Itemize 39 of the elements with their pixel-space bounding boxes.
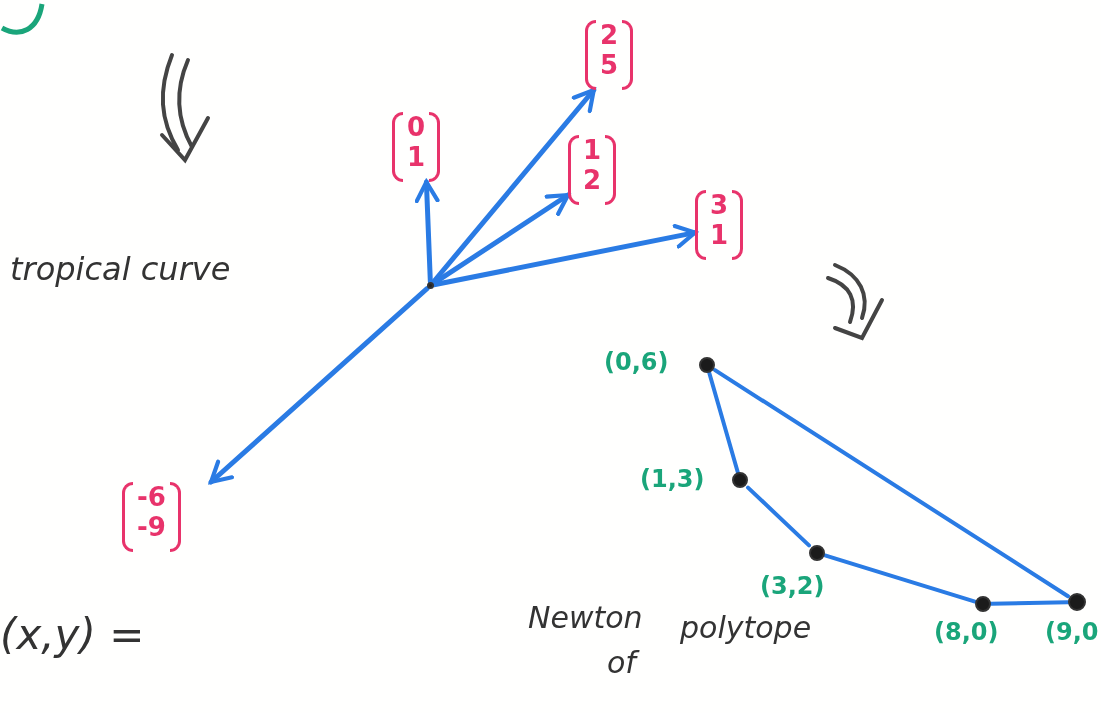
column-vector	[585, 20, 634, 90]
handwritten-label: polytope	[680, 610, 812, 645]
vector-entry: -6	[137, 482, 166, 512]
point-coordinates: (1,3)	[640, 465, 705, 493]
polytope-vertex-dot	[1068, 593, 1086, 611]
vector-entry: 2	[600, 20, 619, 50]
vector-entry: 1	[710, 220, 729, 250]
polytope-vertex-dot	[732, 472, 748, 488]
vector-entry: 3	[710, 190, 729, 220]
polytope-edge	[746, 485, 811, 548]
polytope-edge	[713, 368, 1070, 599]
vector-entry: 1	[583, 135, 602, 165]
polytope-edge	[823, 553, 977, 604]
column-vector	[695, 190, 744, 260]
arrow	[431, 224, 698, 288]
arrow	[430, 87, 597, 285]
polytope-vertex-dot	[975, 596, 991, 612]
handwritten-label: tropical curve	[10, 250, 231, 288]
vector-entry: 5	[600, 50, 619, 80]
point-coordinates: (3,2)	[760, 572, 825, 600]
vector-entry: 0	[407, 112, 426, 142]
polytope-edge	[707, 371, 740, 474]
column-vector	[122, 482, 181, 552]
point-coordinates: (8,0)	[934, 618, 999, 646]
column-vector	[392, 112, 441, 182]
point-coordinates: (9,0	[1045, 618, 1099, 646]
arrow	[208, 286, 430, 485]
handwritten-label: Newton	[528, 600, 643, 635]
point-coordinates: (0,6)	[604, 348, 669, 376]
polytope-vertex-dot	[699, 357, 715, 373]
handwritten-label: (x,y) =	[0, 610, 145, 659]
vertex-dot	[427, 282, 434, 289]
vector-entry: 2	[583, 165, 602, 195]
column-vector	[568, 135, 617, 205]
polytope-edge	[989, 600, 1070, 606]
arrow	[414, 179, 440, 285]
polytope-vertex-dot	[809, 545, 825, 561]
vector-entry: -9	[137, 512, 166, 542]
vector-entry: 1	[407, 142, 426, 172]
